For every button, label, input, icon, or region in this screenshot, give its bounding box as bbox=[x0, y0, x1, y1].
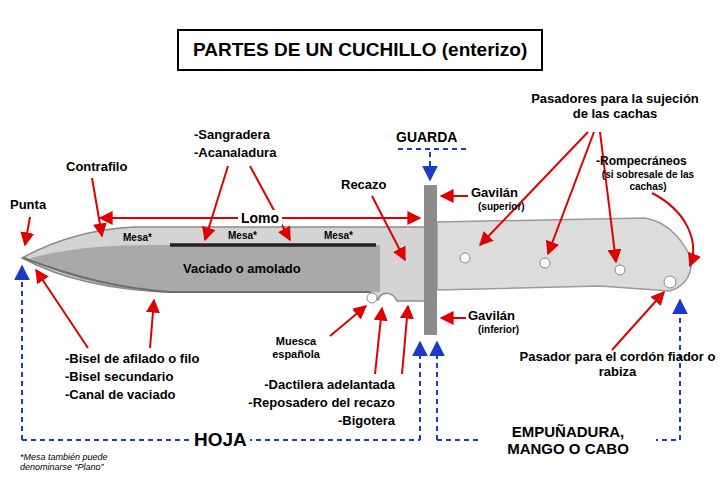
part-label: -Sangradera bbox=[194, 128, 270, 143]
part-label: Gavilán bbox=[471, 186, 518, 201]
section-label: EMPUÑADURA, MANGO O CABO bbox=[480, 423, 656, 458]
fuller bbox=[170, 243, 376, 247]
pin bbox=[615, 265, 625, 275]
blade bbox=[22, 227, 425, 301]
section-label: HOJA bbox=[191, 429, 250, 451]
part-label: -Canal de vaciado bbox=[65, 388, 176, 403]
part-label: Lomo bbox=[238, 210, 282, 226]
part-label: -Acanaladura bbox=[194, 146, 276, 161]
footnote: *Mesa también puede denominarse “Plano” bbox=[20, 452, 155, 473]
part-label: -Rompecráneos bbox=[596, 155, 687, 169]
spanish-notch bbox=[367, 293, 377, 303]
part-label: (superior) bbox=[478, 201, 525, 213]
part-label: (si sobresale de las cachas) bbox=[598, 169, 698, 192]
part-label: Muesca española bbox=[258, 335, 334, 360]
part-label: Contrafilo bbox=[66, 160, 127, 175]
handle bbox=[437, 218, 691, 291]
part-label: GUARDA bbox=[396, 129, 457, 145]
part-label: Mesa* bbox=[123, 232, 152, 244]
part-label: (inferior) bbox=[478, 324, 519, 336]
part-label: -Bigotera bbox=[200, 414, 395, 429]
hollow-grind bbox=[30, 245, 380, 292]
part-label: Gavilán bbox=[468, 309, 515, 324]
edge-bevel bbox=[24, 258, 370, 292]
part-label: -Reposadero del recazo bbox=[200, 396, 395, 411]
part-label: Recazo bbox=[341, 178, 387, 193]
leader-lines bbox=[25, 132, 693, 374]
part-label: -Bisel secundario bbox=[65, 370, 173, 385]
part-label: -Bisel de afilado o filo bbox=[65, 352, 199, 367]
pin bbox=[540, 258, 550, 268]
part-label: Mesa* bbox=[228, 230, 257, 242]
part-label: Pasadores para la sujeción de las cachas bbox=[525, 92, 705, 122]
guard bbox=[424, 185, 437, 335]
part-label: -Dactilera adelantada bbox=[200, 378, 395, 393]
lanyard-hole bbox=[664, 276, 676, 288]
section-brackets bbox=[22, 149, 680, 440]
pin bbox=[460, 253, 470, 263]
title-box: PARTES DE UN CUCHILLO (enterizo) bbox=[177, 29, 543, 71]
part-label: Pasador para el cordón fiador o rabiza bbox=[515, 350, 720, 380]
part-label: Vaciado o amolado bbox=[183, 262, 301, 277]
part-label: Mesa* bbox=[324, 230, 353, 242]
part-label: Punta bbox=[10, 198, 46, 213]
